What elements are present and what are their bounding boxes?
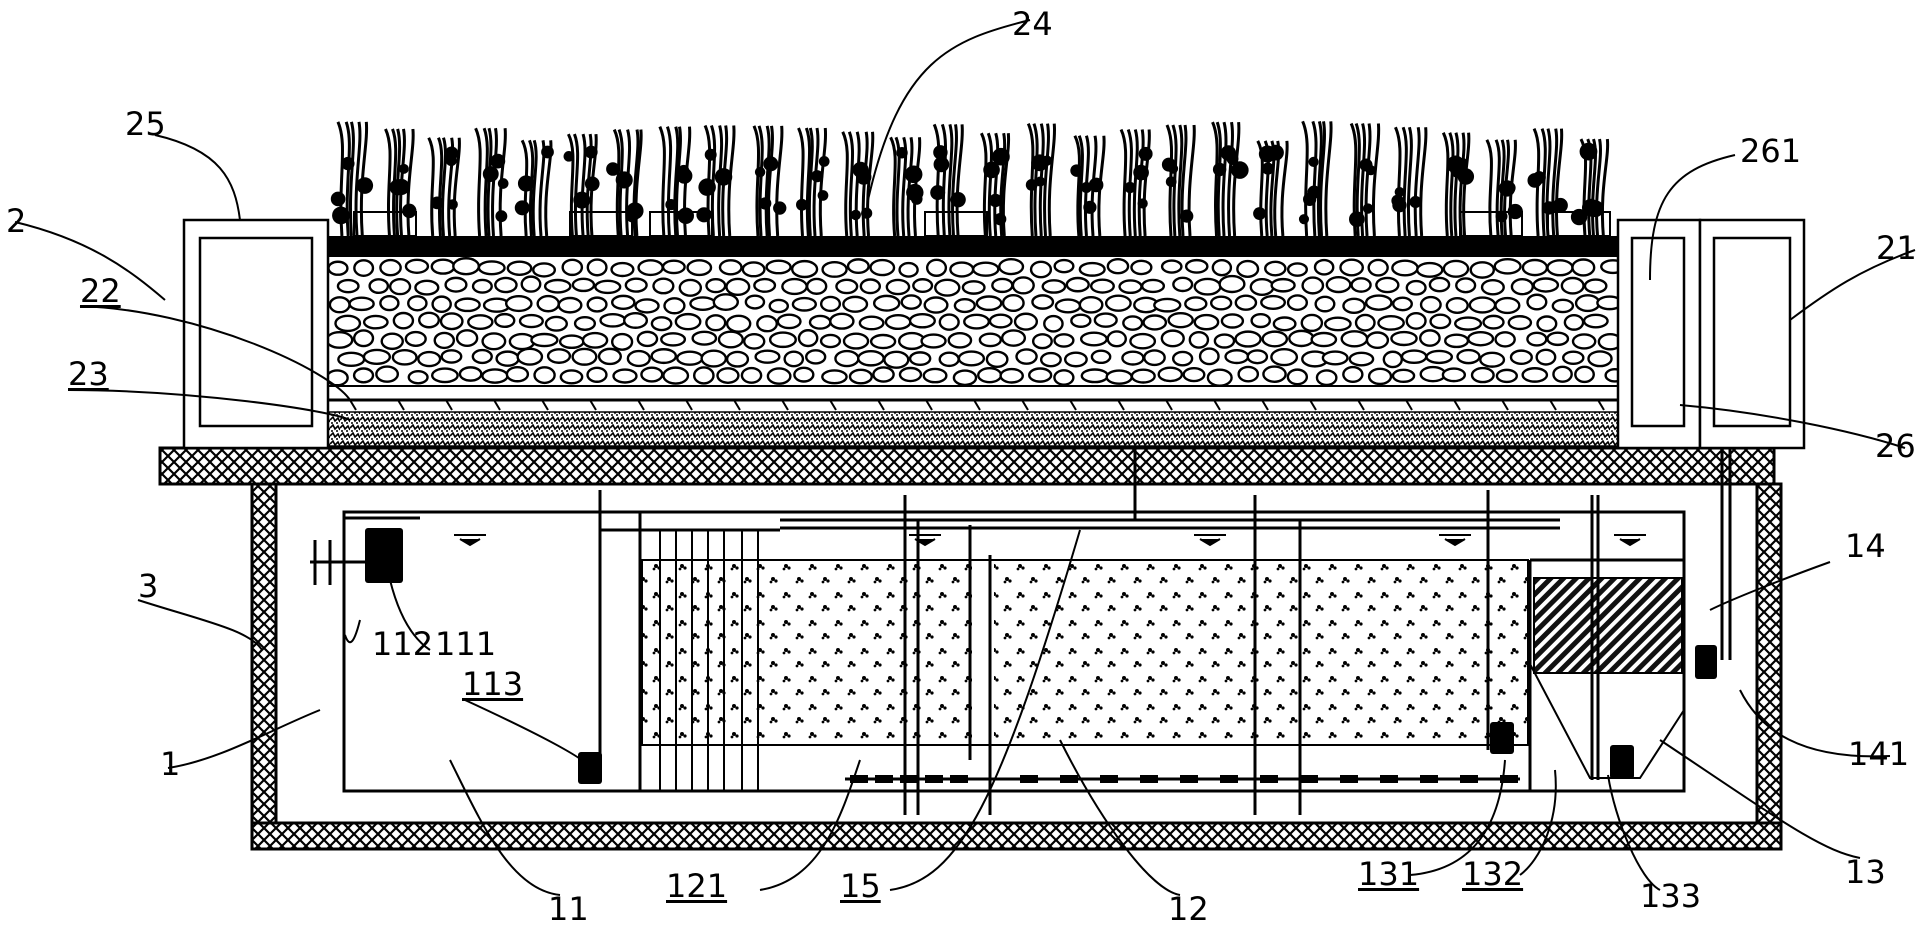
label-13: 13 bbox=[1845, 853, 1886, 891]
label-2: 2 bbox=[6, 202, 27, 240]
wetland-bed bbox=[325, 236, 1660, 447]
media-zone-12 bbox=[994, 560, 1528, 745]
label-132: 132 bbox=[1462, 855, 1524, 893]
pump-133 bbox=[1610, 745, 1634, 779]
fine-sand-layer bbox=[327, 411, 1619, 447]
aerator-row bbox=[845, 775, 1520, 783]
label-15: 15 bbox=[840, 867, 881, 905]
pump-111 bbox=[365, 528, 403, 583]
pump-141 bbox=[1695, 645, 1717, 679]
label-111: 111 bbox=[435, 625, 497, 663]
label-131: 131 bbox=[1358, 855, 1420, 893]
pump-131 bbox=[1490, 722, 1514, 754]
label-23: 23 bbox=[68, 355, 109, 393]
baffle-plates bbox=[659, 530, 759, 790]
foundation-slab bbox=[158, 446, 1776, 486]
label-1: 1 bbox=[160, 745, 181, 783]
label-22: 22 bbox=[80, 272, 121, 310]
leader-lines bbox=[14, 19, 1916, 896]
label-11: 11 bbox=[548, 890, 589, 928]
label-261: 261 bbox=[1740, 132, 1802, 170]
label-3: 3 bbox=[138, 567, 159, 605]
label-25: 25 bbox=[125, 105, 166, 143]
filter-block bbox=[1533, 577, 1683, 674]
label-112: 112 bbox=[372, 625, 434, 663]
label-26: 26 bbox=[1875, 427, 1916, 465]
wetland-plants bbox=[330, 120, 1610, 237]
label-12: 12 bbox=[1168, 890, 1209, 928]
hopper bbox=[1529, 663, 1685, 779]
underground-pit bbox=[250, 482, 1783, 851]
label-113: 113 bbox=[462, 665, 524, 703]
label-14: 14 bbox=[1845, 527, 1886, 565]
label-133: 133 bbox=[1640, 877, 1702, 915]
pumps bbox=[365, 528, 1717, 784]
label-121: 121 bbox=[666, 867, 728, 905]
label-24: 24 bbox=[1012, 5, 1053, 43]
pipework bbox=[310, 425, 1732, 815]
label-21: 21 bbox=[1876, 229, 1917, 267]
label-141: 141 bbox=[1848, 735, 1910, 773]
treatment-tank bbox=[342, 510, 1686, 793]
